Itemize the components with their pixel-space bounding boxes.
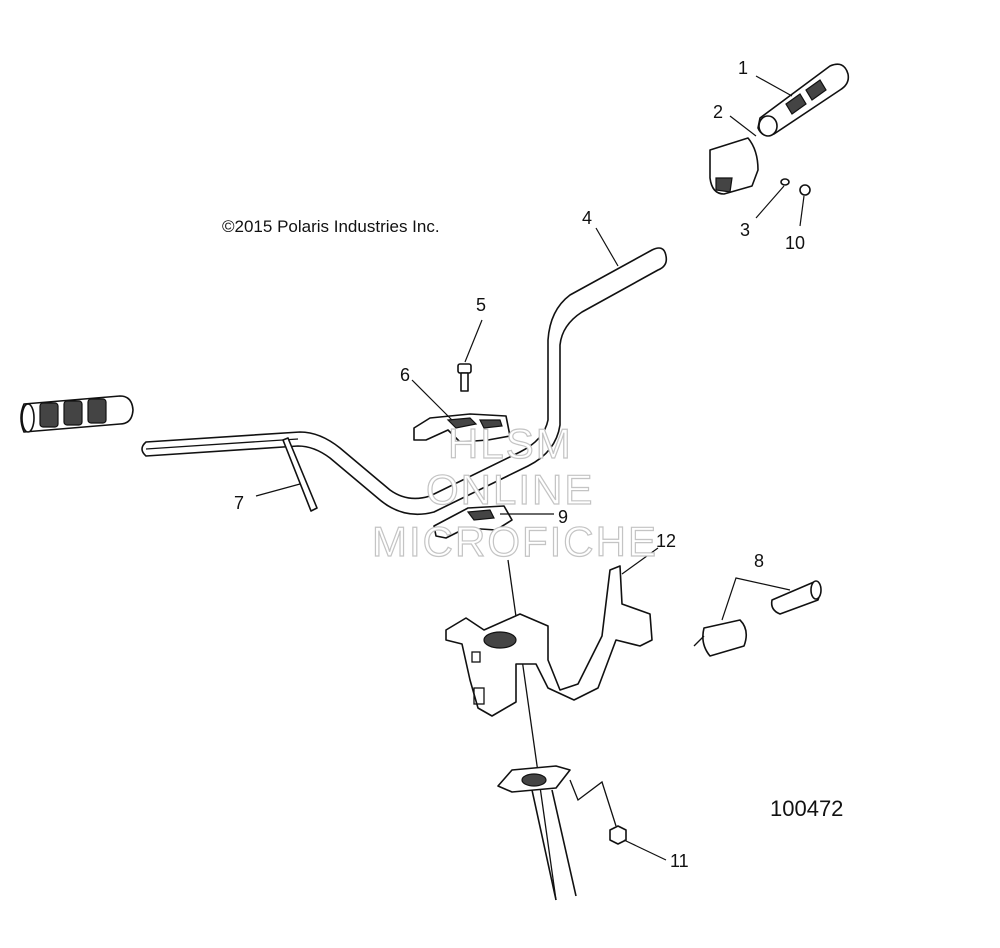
callout-6: 6 — [400, 365, 410, 385]
watermark-line-2: ONLINE — [426, 466, 594, 513]
lower-clamp — [433, 505, 513, 539]
figure-number: 100472 — [770, 796, 843, 821]
screw — [780, 178, 790, 186]
callout-12: 12 — [656, 531, 676, 551]
callout-7: 7 — [234, 493, 244, 513]
nut — [569, 779, 627, 845]
watermark: HLSM ONLINE MICROFICHE — [371, 419, 658, 565]
cable-tie — [282, 437, 318, 512]
watermark-line-1: HLSM — [448, 420, 573, 467]
callout-4: 4 — [582, 208, 592, 228]
mount-bracket — [445, 565, 653, 717]
callout-2: 2 — [713, 102, 723, 122]
steering-post — [497, 559, 577, 901]
bushing — [799, 184, 811, 196]
copyright-text: ©2015 Polaris Industries Inc. — [222, 217, 440, 236]
throttle-parts — [693, 580, 822, 657]
callout-labels: 1 2 3 4 5 6 7 8 9 10 11 12 — [234, 58, 805, 871]
callout-9: 9 — [558, 507, 568, 527]
bolt — [457, 363, 472, 392]
leader-lines — [255, 75, 805, 861]
callout-5: 5 — [476, 295, 486, 315]
handlebar — [141, 247, 668, 516]
left-grip — [20, 395, 134, 433]
callout-11: 11 — [670, 851, 689, 871]
switch-housing — [709, 137, 759, 195]
right-grip — [757, 63, 850, 137]
upper-clamp — [413, 413, 511, 443]
callout-10: 10 — [785, 233, 805, 253]
callout-1: 1 — [738, 58, 748, 78]
watermark-line-3: MICROFICHE — [372, 518, 658, 565]
callout-3: 3 — [740, 220, 750, 240]
callout-8: 8 — [754, 551, 764, 571]
